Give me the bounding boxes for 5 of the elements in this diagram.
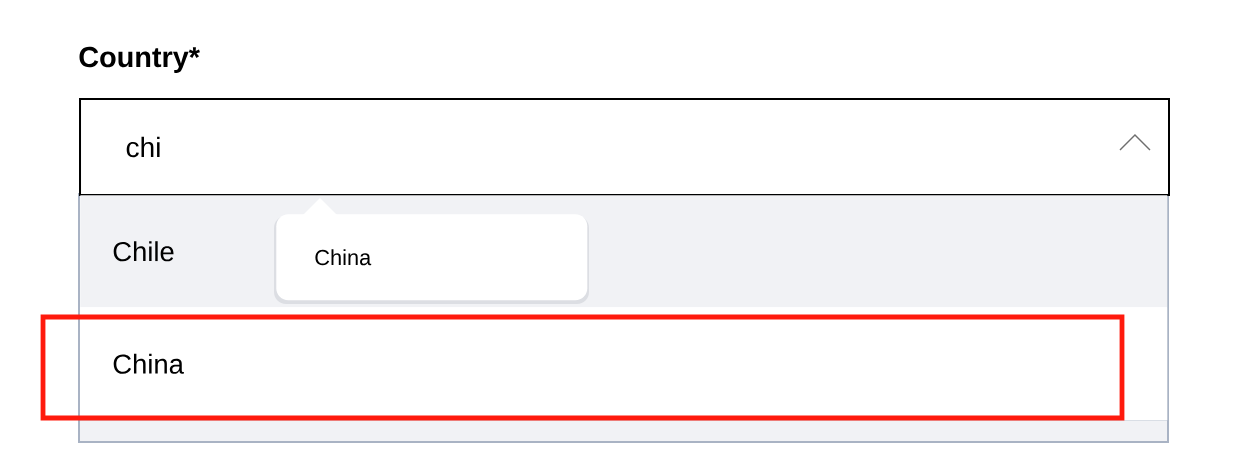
node-label: China xyxy=(113,353,184,374)
dropdown-option: China xyxy=(80,307,1168,421)
field-label: Country* xyxy=(79,46,200,73)
search-input-field: chi xyxy=(79,98,1170,196)
tooltip-bubble: China xyxy=(274,198,589,304)
